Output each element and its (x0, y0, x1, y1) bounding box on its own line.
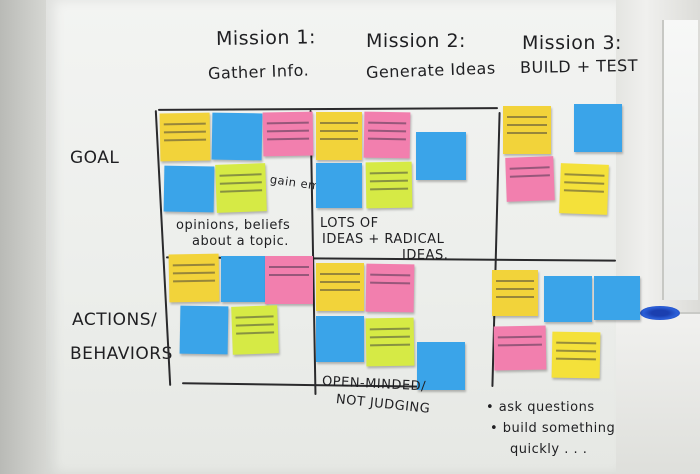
sticky-note (503, 106, 551, 154)
sticky-note (221, 256, 267, 302)
mission-2-title: Mission 2: (366, 30, 466, 52)
goal-m1-text-1: opinions, beliefs (176, 218, 291, 233)
mission-3-subtitle: BUILD + TEST (519, 55, 639, 77)
sticky-note (551, 331, 601, 379)
sticky-note (262, 111, 314, 157)
sticky-note (594, 276, 640, 320)
sticky-note (505, 156, 555, 202)
goal-m1-text-2: about a topic. (192, 234, 289, 249)
sticky-note (215, 163, 267, 213)
sticky-note (179, 305, 229, 355)
actions-m3-text-1: • ask questions (486, 400, 595, 415)
sticky-note (574, 104, 622, 152)
sticky-note (168, 253, 220, 303)
mission-1-subtitle: Gather Info. (207, 60, 310, 83)
sticky-note (544, 276, 592, 322)
whiteboard (46, 0, 616, 474)
sticky-note (493, 325, 547, 371)
sticky-note (159, 112, 211, 162)
goal-m2-text-3: IDEAS. (402, 248, 449, 263)
actions-m3-text-2: • build something (490, 421, 616, 436)
sticky-note (316, 263, 364, 311)
tape-roll (640, 306, 680, 320)
mission-3-title: Mission 3: (522, 32, 622, 54)
goal-m2-text-2: IDEAS + RADICAL (322, 232, 445, 247)
window (662, 20, 698, 300)
sticky-note (365, 317, 415, 367)
sticky-note (231, 305, 279, 355)
sticky-note (316, 316, 364, 362)
row-label-behaviors: BEHAVIORS (70, 344, 173, 364)
mission-1-title: Mission 1: (215, 26, 317, 50)
sticky-note (559, 163, 609, 215)
actions-m3-text-3: quickly . . . (510, 442, 588, 457)
sticky-note (163, 165, 215, 213)
sticky-note (492, 270, 538, 316)
sticky-note (211, 112, 263, 161)
sticky-note (365, 161, 413, 209)
sticky-note (365, 263, 415, 313)
row-label-goal: GOAL (70, 148, 120, 168)
sticky-note (316, 112, 362, 160)
sticky-note (316, 163, 362, 208)
counter (600, 312, 700, 474)
left-wall (0, 0, 48, 474)
sticky-note (417, 342, 465, 390)
sticky-note (265, 256, 313, 304)
sticky-note (416, 132, 466, 180)
row-label-actions: ACTIONS/ (72, 310, 158, 330)
goal-m2-text-1: LOTS OF (320, 216, 379, 231)
sticky-note (363, 111, 411, 159)
